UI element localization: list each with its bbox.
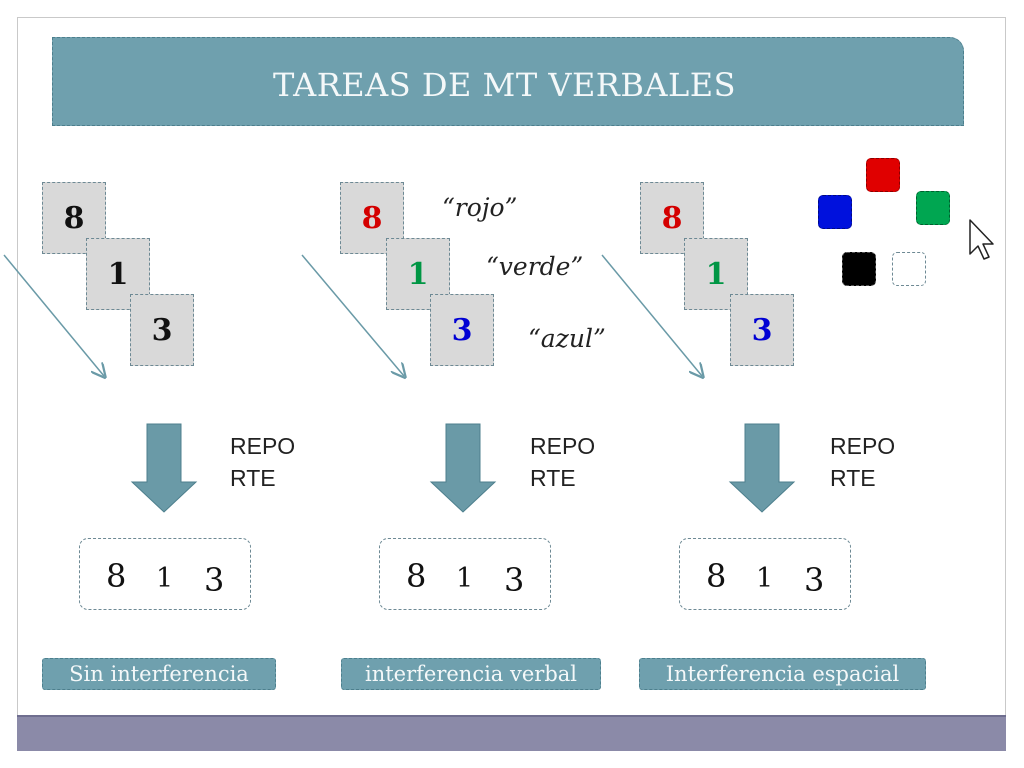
answer-digit-2: 1: [756, 563, 774, 594]
report-line-1: REPO: [530, 433, 596, 459]
title-banner: TAREAS DE MT VERBALES: [52, 37, 964, 126]
report-label: REPO RTE: [530, 430, 595, 494]
answer-digit-1: 8: [706, 557, 727, 595]
word-rojo: “rojo”: [442, 193, 518, 222]
sequence-line-2: [301, 254, 404, 376]
condition-label-interferencia-verbal: interferencia verbal: [341, 658, 601, 690]
report-line-2: RTE: [830, 465, 876, 491]
report-label: REPO RTE: [830, 430, 895, 494]
red-square: [866, 158, 900, 192]
card-digit-1: 8: [42, 182, 106, 254]
slide-background: [17, 17, 1006, 751]
answer-digit-3: 3: [204, 561, 225, 599]
blue-square: [818, 195, 852, 229]
answer-digit-1: 8: [406, 557, 427, 595]
card-digit-red: 8: [640, 182, 704, 254]
condition-label-sin-interferencia: Sin interferencia: [42, 658, 276, 690]
answer-digit-3: 3: [504, 561, 525, 599]
sequence-line-3: [601, 254, 702, 376]
sequence-line-1: [3, 254, 104, 376]
card-digit-blue: 3: [730, 294, 794, 366]
answer-digit-1: 8: [106, 557, 127, 595]
answer-box: 8 1 3: [679, 538, 851, 610]
answer-box: 8 1 3: [79, 538, 251, 610]
card-digit-blue: 3: [430, 294, 494, 366]
word-verde: “verde”: [486, 252, 584, 281]
report-line-2: RTE: [530, 465, 576, 491]
report-line-2: RTE: [230, 465, 276, 491]
down-arrow-icon: [130, 423, 198, 513]
report-label: REPO RTE: [230, 430, 295, 494]
card-digit-3: 3: [130, 294, 194, 366]
page-title: TAREAS DE MT VERBALES: [273, 66, 737, 104]
footer-bar: [17, 715, 1006, 751]
answer-digit-2: 1: [156, 563, 174, 594]
report-line-1: REPO: [230, 433, 296, 459]
word-azul: “azul”: [528, 324, 606, 353]
white-square: [892, 252, 926, 286]
answer-box: 8 1 3: [379, 538, 551, 610]
down-arrow-icon: [429, 423, 497, 513]
black-square: [842, 252, 876, 286]
answer-digit-2: 1: [456, 563, 474, 594]
down-arrow-icon: [728, 423, 796, 513]
answer-digit-3: 3: [804, 561, 825, 599]
report-line-1: REPO: [830, 433, 896, 459]
green-square: [916, 191, 950, 225]
condition-label-interferencia-espacial: Interferencia espacial: [639, 658, 926, 690]
